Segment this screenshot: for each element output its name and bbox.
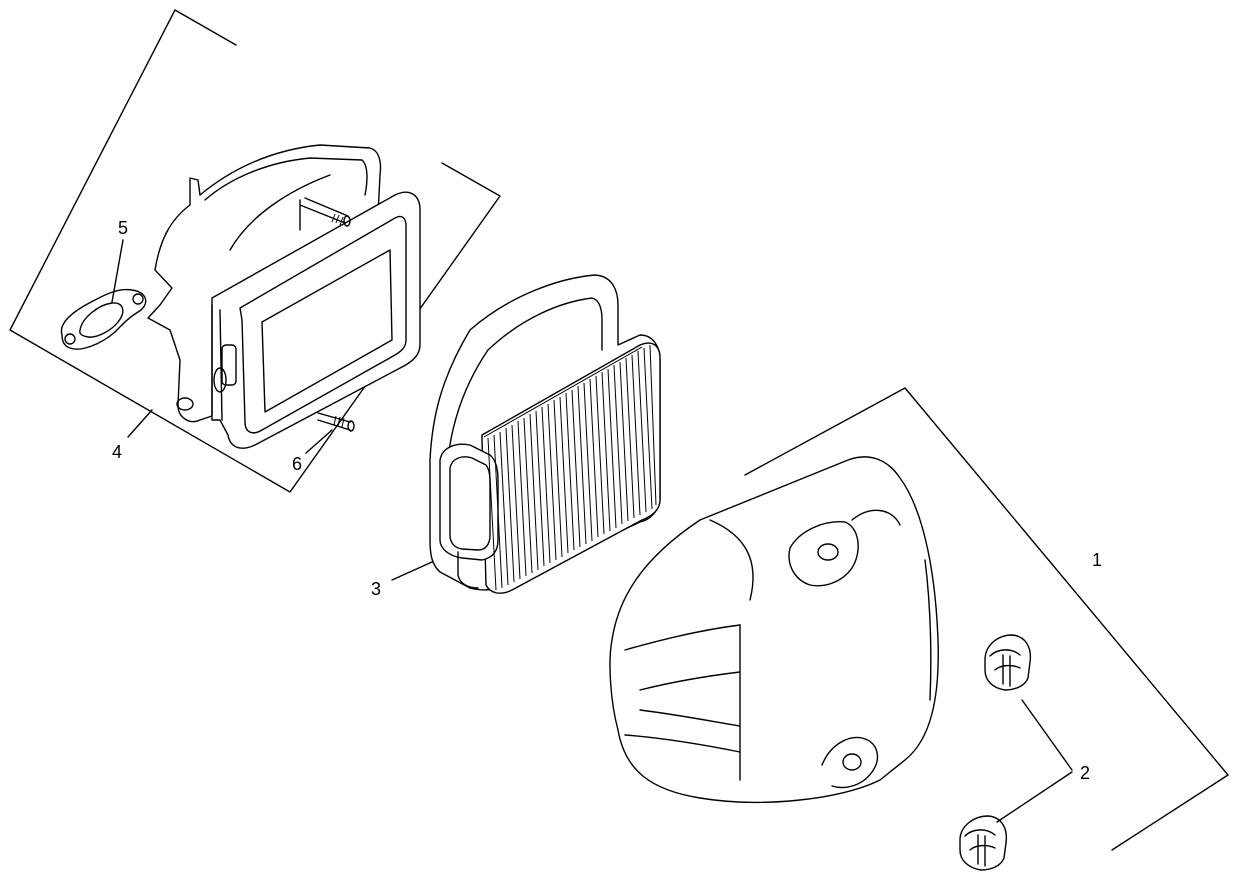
part-gasket [60,288,147,350]
part-air-cleaner-base [147,144,421,449]
callout-2: 2 [1080,763,1090,783]
callout-6: 6 [292,454,302,474]
bracket-group-4 [9,9,501,493]
callout-3: 3 [371,579,381,599]
part-air-cleaner-cover [609,456,939,804]
part-knob-lower [959,815,1008,871]
callout-5: 5 [118,218,128,238]
filter-pleats [483,344,657,591]
callout-4: 4 [112,442,122,462]
part-air-filter [429,274,661,594]
part-knob-upper [984,634,1032,691]
callout-1: 1 [1092,550,1102,570]
bracket-group-1 [744,387,1229,851]
leader-lines [111,239,1073,823]
